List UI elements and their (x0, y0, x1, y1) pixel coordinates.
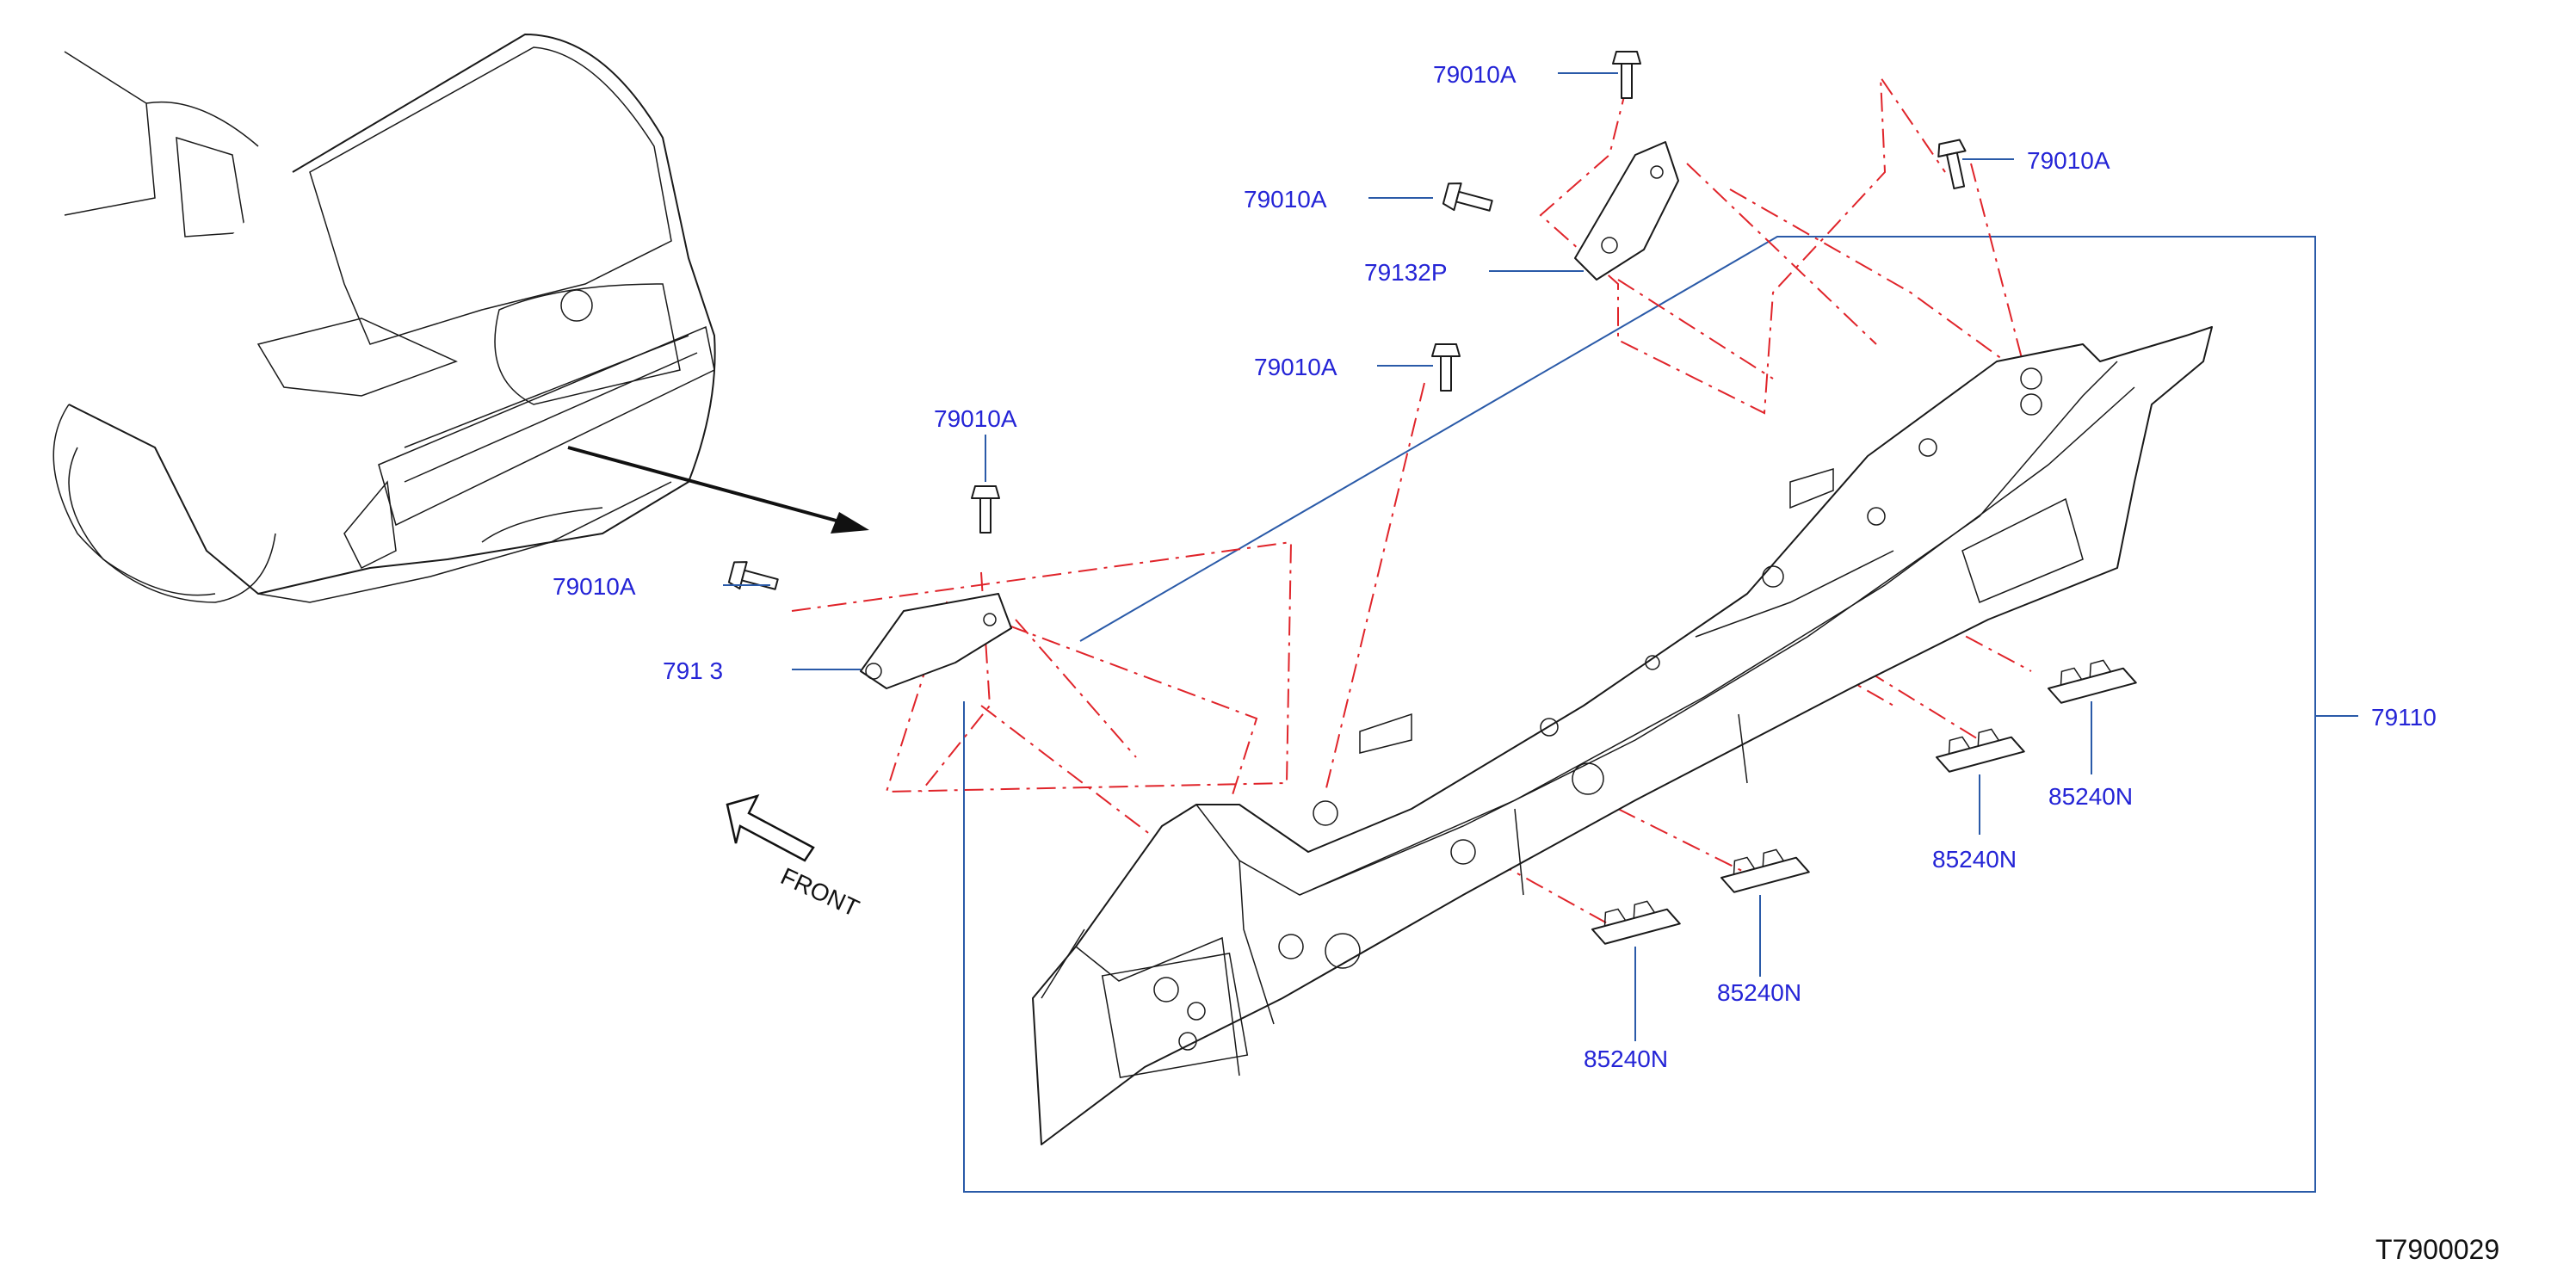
clip-1 (1591, 900, 1681, 945)
panel-frame (963, 236, 2316, 1193)
label-bolt-top-right: 79010A (2027, 147, 2110, 174)
clip-3 (1936, 728, 2025, 773)
figure-code: T7900029 (2375, 1234, 2499, 1265)
direction-arrow (567, 446, 869, 534)
bolt-top (1612, 51, 1641, 99)
label-bracket-left: 791 3 (663, 657, 723, 684)
label-bolt-mid: 79010A (1254, 354, 1337, 380)
bolt-left-top (971, 485, 1000, 534)
label-bolt-left-top: 79010A (934, 405, 1017, 432)
vehicle-rear-illustration (53, 34, 716, 603)
label-bolt-left: 79010A (553, 573, 636, 600)
leader-lines (723, 72, 2358, 1041)
label-clip-3: 85240N (1932, 846, 2017, 873)
label-bolt-top: 79010A (1433, 61, 1517, 88)
bracket-left (860, 593, 1012, 689)
bolt-top-right (1937, 139, 1967, 190)
bracket-upper (1574, 141, 1679, 281)
bolt-mid (1431, 343, 1461, 392)
front-indicator: FRONT (726, 794, 863, 922)
label-bolt-upper-left: 79010A (1244, 186, 1327, 213)
label-clip-1: 85240N (1584, 1046, 1668, 1072)
front-label: FRONT (776, 862, 863, 922)
clip-4 (2048, 659, 2137, 704)
bolt-left (727, 561, 779, 590)
label-clip-4: 85240N (2048, 783, 2133, 810)
label-clip-2: 85240N (1717, 979, 1801, 1006)
label-bracket-upper: 79132P (1364, 259, 1448, 286)
bolt-upper-left (1442, 182, 1493, 212)
rear-panel-assembly (1032, 326, 2213, 1145)
clip-2 (1720, 848, 1810, 893)
label-panel: 79110 (2371, 704, 2437, 731)
